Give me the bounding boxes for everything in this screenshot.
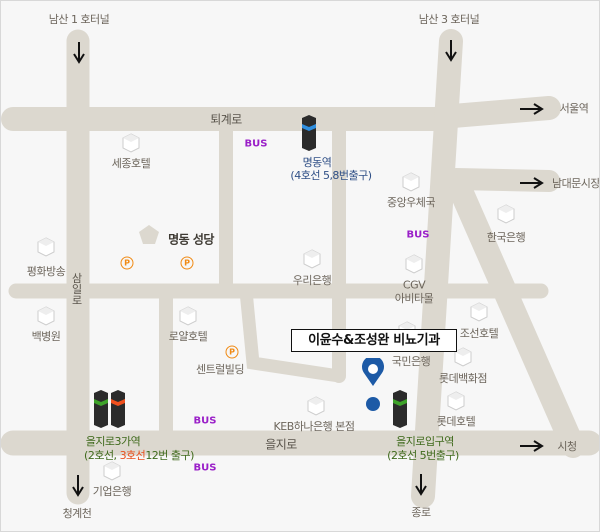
label-namsan3-tunnel: 남산 3 호터널 (418, 13, 480, 26)
place-paik-hospital: 백병원 (31, 330, 61, 343)
building-icon (122, 133, 140, 153)
arrow-down-icon (72, 475, 84, 497)
bus-stop-label: BUS (244, 138, 268, 150)
building-icon (454, 347, 472, 367)
bus-stop-label: BUS (193, 462, 217, 474)
building-icon (402, 172, 420, 192)
station-euljiro1ga-name: 을지로입구역 (396, 435, 454, 448)
parking-icon: P (180, 256, 194, 270)
place-ibk: 기업은행 (92, 485, 132, 498)
label-namdaemun: 남대문시장 (551, 177, 600, 190)
place-sejong-hotel: 세종호텔 (111, 157, 151, 170)
road-namdaemun (445, 168, 560, 192)
building-icon (103, 461, 121, 481)
place-myeongdong-cathedral: 명동 성당 (168, 232, 214, 247)
place-bank-of-korea: 한국은행 (486, 231, 526, 244)
place-royal-hotel: 로얄호텔 (168, 330, 208, 343)
building-icon (303, 249, 321, 269)
place-avenuel: 아비타몰 (394, 292, 434, 305)
arrow-down-icon (415, 474, 427, 496)
label-namsan1-tunnel: 남산 1 호터널 (48, 13, 110, 26)
place-keb-hana: KEB하나은행 본점 (273, 420, 355, 433)
parking-icon: P (225, 345, 239, 359)
arrow-right-icon (520, 440, 544, 452)
place-chosun-hotel: 조선호텔 (459, 327, 499, 340)
location-pin-icon (362, 358, 384, 386)
road-side-4 (239, 290, 340, 383)
bus-stop-label: BUS (193, 415, 217, 427)
station-euljiro3ga-name: 을지로3가역 (85, 435, 141, 448)
label-city-hall: 시청 (557, 440, 577, 453)
subway-station-icon (302, 115, 316, 151)
location-dot-icon (366, 397, 380, 411)
building-icon (307, 396, 325, 416)
arrow-down-icon (73, 42, 85, 64)
road-namsan3 (411, 29, 463, 508)
place-lotte-hotel: 롯데호텔 (436, 415, 476, 428)
station-euljiro3ga-exit: (2호선, 3호선12번 출구) (84, 447, 194, 463)
exit-line3: 3호선 (119, 449, 146, 462)
station-myeongdong-name: 명동역 (302, 156, 332, 169)
road-name-toegyero: 퇴계로 (210, 112, 242, 127)
building-icon (37, 306, 55, 326)
road-name-euljiro: 을지로 (265, 437, 297, 452)
road-diagonal (449, 179, 585, 458)
subway-station-line2-icon (94, 390, 108, 428)
label-seoul-station: 서울역 (559, 102, 589, 115)
destination-callout: 이윤수&조성완 비뇨기과 (291, 329, 457, 352)
exit-line2: (2호선, (84, 449, 120, 462)
building-icon (497, 204, 515, 224)
building-icon (470, 302, 488, 322)
cathedral-icon (139, 225, 159, 244)
station-euljiro1ga-exit: (2호선 5번출구) (387, 449, 459, 462)
place-central-building: 센트럴빌딩 (195, 363, 245, 376)
place-kookmin-bank: 국민은행 (391, 355, 431, 368)
road-name-samilro: 삼일로 (71, 272, 83, 307)
subway-station-line3-icon (111, 390, 125, 428)
place-central-post-office: 중앙우체국 (386, 196, 436, 209)
building-icon (405, 254, 423, 274)
bus-stop-label: BUS (406, 229, 430, 241)
arrow-down-icon (445, 40, 457, 62)
place-cgv: CGV (402, 278, 426, 292)
arrow-right-icon (520, 103, 544, 115)
building-icon (447, 391, 465, 411)
exit-number: 12번 출구) (145, 449, 194, 462)
label-cheonggyecheon: 청계천 (62, 507, 92, 520)
building-icon (37, 237, 55, 257)
place-lotte-dept: 롯데백화점 (438, 372, 488, 385)
label-jongno: 종로 (411, 506, 431, 519)
subway-station-icon (393, 390, 407, 428)
arrow-right-icon (520, 177, 544, 189)
place-pbc: 평화방송 (26, 265, 66, 278)
station-myeongdong-exit: (4호선 5,8번출구) (290, 169, 372, 182)
parking-icon: P (120, 256, 134, 270)
place-woori-bank: 우리은행 (292, 274, 332, 287)
building-icon (179, 306, 197, 326)
